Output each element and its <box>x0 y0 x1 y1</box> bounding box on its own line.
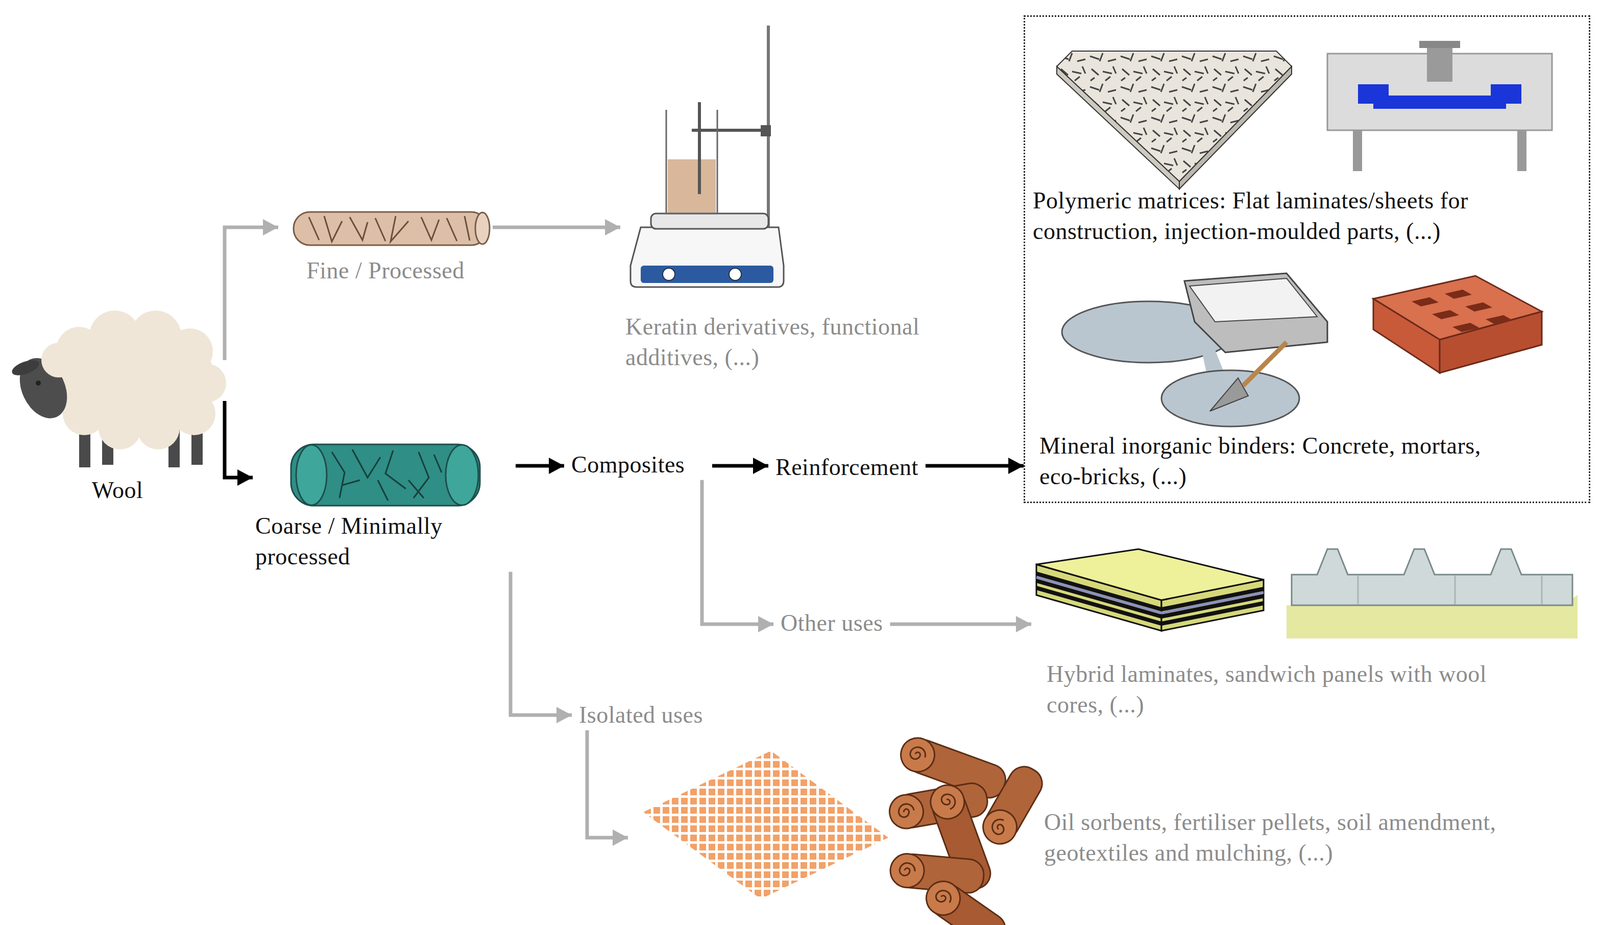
node-text: Keratin derivatives, functional additive… <box>625 311 942 373</box>
node-text: Fine / Processed <box>278 255 493 286</box>
flow-arrow <box>712 464 769 468</box>
coarse-fibre <box>291 444 480 506</box>
flow-arrow <box>224 227 279 360</box>
flow-step: Isolated uses <box>571 699 711 731</box>
application-node: Hybrid laminates, sandwich panels with w… <box>1031 536 1588 720</box>
reinforcement-group: Polymeric matrices: Flat laminates/sheet… <box>1023 15 1591 503</box>
fine-fibre <box>293 211 490 246</box>
node-text: Other uses <box>780 607 883 639</box>
flow-arrow <box>510 571 572 715</box>
fertiliser-pellets <box>886 733 1048 925</box>
application-node: Polymeric matrices: Flat laminates/sheet… <box>1030 47 1589 247</box>
magnetic-stirrer <box>630 25 784 287</box>
sheep <box>10 310 227 468</box>
flow-step: Composites <box>564 449 713 480</box>
application-node: Mineral inorganic binders: Concrete, mor… <box>1035 261 1582 492</box>
node-text: Hybrid laminates, sandwich panels with w… <box>1046 658 1496 720</box>
hybrid-laminate <box>1036 548 1264 631</box>
use-node: Keratin derivatives, functional additive… <box>620 22 950 373</box>
wool-node: Wool <box>10 306 225 506</box>
flow-arrow <box>889 622 1032 626</box>
geotextile-mesh <box>643 750 889 899</box>
node-text: Composites <box>571 449 706 480</box>
node-text: Mineral inorganic binders: Concrete, mor… <box>1039 430 1489 492</box>
flow-step: Other uses <box>773 607 890 639</box>
eco-brick <box>1373 275 1542 373</box>
fibre-type-node: Fine / Processed <box>278 206 493 286</box>
node-text: Coarse / Minimally processed <box>255 510 501 572</box>
node-text: Isolated uses <box>578 699 703 731</box>
node-text: Wool <box>10 474 225 506</box>
application-node: Oil sorbents, fertiliser pellets, soil a… <box>627 719 1588 914</box>
flow-arrow <box>925 464 1024 468</box>
sandwich-panel <box>1286 548 1578 639</box>
flow-step: Reinforcement <box>768 451 926 483</box>
flow-arrow <box>224 400 253 478</box>
flow-arrow <box>701 479 774 624</box>
node-text: Reinforcement <box>775 451 919 483</box>
concrete-bag <box>1061 273 1328 427</box>
fibre-type-node: Coarse / Minimally processed <box>252 439 516 572</box>
flow-arrow <box>515 464 565 468</box>
flow-arrow <box>492 225 621 230</box>
flow-arrow <box>587 730 628 838</box>
node-text: Oil sorbents, fertiliser pellets, soil a… <box>1044 806 1555 868</box>
injection-mould <box>1327 40 1553 172</box>
fibre-laminate <box>1056 51 1292 189</box>
node-text: Polymeric matrices: Flat laminates/sheet… <box>1032 185 1582 247</box>
